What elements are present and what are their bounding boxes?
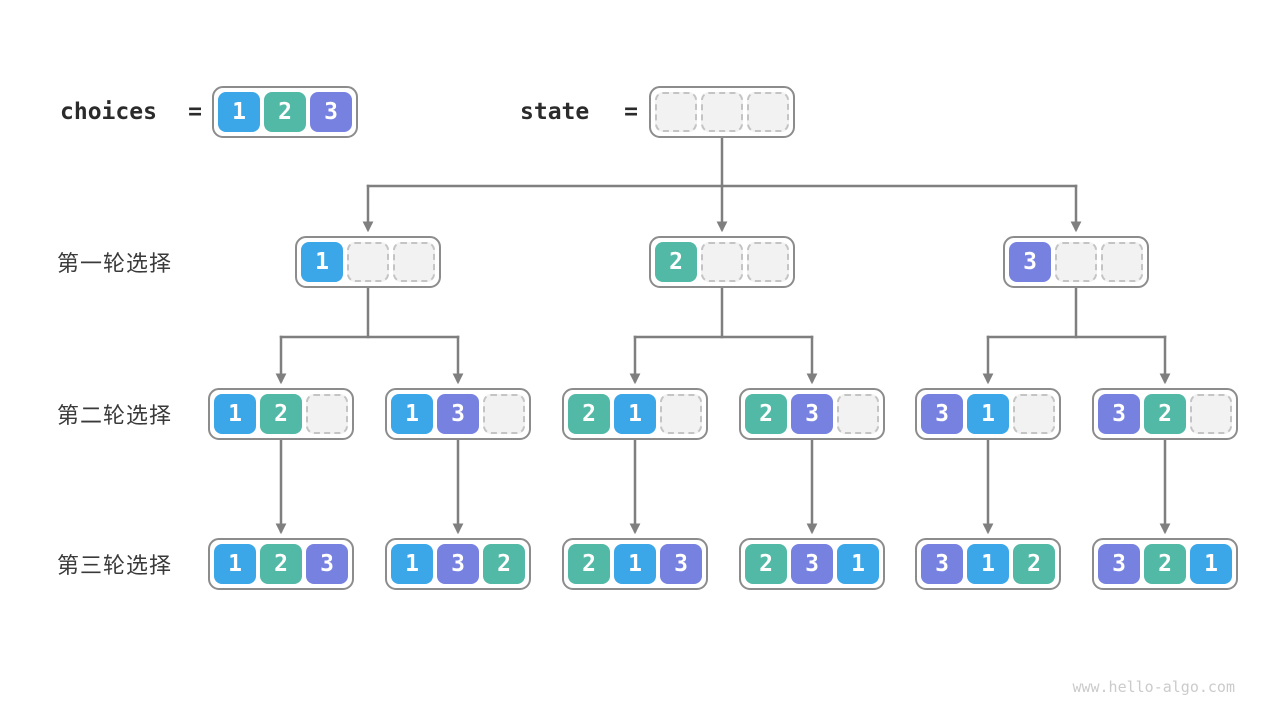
state-label: state	[520, 99, 590, 125]
choice-cell-1: 1	[1190, 544, 1232, 584]
choice-cell-1: 1	[837, 544, 879, 584]
choice-cell-2: 2	[264, 92, 306, 132]
choices-label: choices	[60, 99, 157, 125]
choice-cell-1: 1	[967, 544, 1009, 584]
choice-cell-1: 1	[214, 544, 256, 584]
choice-cell-2: 2	[260, 544, 302, 584]
choice-cell-1: 1	[301, 242, 343, 282]
choice-cell-1: 1	[614, 394, 656, 434]
choice-cell-3: 3	[310, 92, 352, 132]
choice-cell-2: 2	[260, 394, 302, 434]
choice-cell-1: 1	[214, 394, 256, 434]
choices-expression: choices =	[60, 86, 202, 138]
choice-cell-3: 3	[1009, 242, 1051, 282]
empty-slot	[393, 242, 435, 282]
empty-slot	[1055, 242, 1097, 282]
empty-slot	[1101, 242, 1143, 282]
empty-slot	[483, 394, 525, 434]
empty-slot	[1190, 394, 1232, 434]
choice-cell-1: 1	[967, 394, 1009, 434]
empty-slot	[701, 242, 743, 282]
round-2-label: 第二轮选择	[57, 403, 173, 428]
choice-cell-2: 2	[483, 544, 525, 584]
choice-cell-3: 3	[660, 544, 702, 584]
choice-cell-2: 2	[655, 242, 697, 282]
state-equals-sign: =	[624, 99, 638, 125]
choice-cell-3: 3	[306, 544, 348, 584]
empty-slot	[747, 92, 789, 132]
choice-cell-1: 1	[218, 92, 260, 132]
choice-cell-3: 3	[437, 394, 479, 434]
round-1-label: 第一轮选择	[57, 251, 173, 276]
state-box-round1-3: 3	[1003, 236, 1149, 288]
choice-cell-3: 3	[791, 394, 833, 434]
empty-slot	[306, 394, 348, 434]
empty-slot	[655, 92, 697, 132]
empty-slot	[701, 92, 743, 132]
empty-slot	[660, 394, 702, 434]
choice-cell-2: 2	[1144, 544, 1186, 584]
empty-slot	[347, 242, 389, 282]
choice-cell-2: 2	[568, 394, 610, 434]
empty-slot	[837, 394, 879, 434]
choice-cell-2: 2	[568, 544, 610, 584]
choice-cell-2: 2	[745, 544, 787, 584]
choice-cell-2: 2	[745, 394, 787, 434]
choices-equals-sign: =	[188, 99, 202, 125]
choice-cell-1: 1	[391, 394, 433, 434]
choice-cell-1: 1	[614, 544, 656, 584]
state-expression: state =	[520, 86, 638, 138]
choice-cell-1: 1	[391, 544, 433, 584]
choice-cell-3: 3	[791, 544, 833, 584]
choice-cell-2: 2	[1013, 544, 1055, 584]
choice-cell-2: 2	[1144, 394, 1186, 434]
choice-cell-3: 3	[1098, 394, 1140, 434]
choice-cell-3: 3	[921, 394, 963, 434]
empty-slot	[747, 242, 789, 282]
state-box-root	[649, 86, 795, 138]
choice-cell-3: 3	[921, 544, 963, 584]
website-watermark: www.hello-algo.com	[1072, 678, 1235, 696]
state-box-round1-2: 2	[649, 236, 795, 288]
choice-cell-3: 3	[1098, 544, 1140, 584]
round-3-label: 第三轮选择	[57, 553, 173, 578]
state-box-round1-1: 1	[295, 236, 441, 288]
choice-cell-3: 3	[437, 544, 479, 584]
empty-slot	[1013, 394, 1055, 434]
